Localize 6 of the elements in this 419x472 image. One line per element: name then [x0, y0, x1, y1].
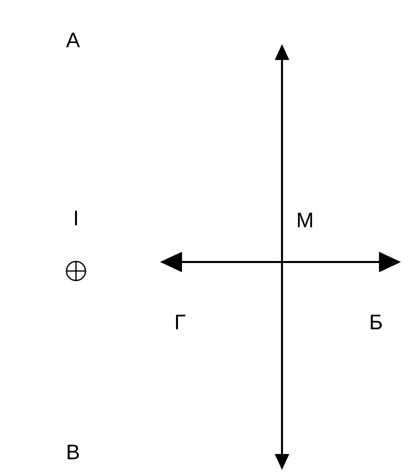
answer-letter: В: [68, 444, 79, 460]
current-label: I: [75, 210, 77, 226]
point-label: М: [298, 212, 312, 228]
answer-letter: Г: [176, 314, 186, 330]
answer-letter: А: [66, 32, 80, 48]
answer-letter: Б: [370, 314, 382, 330]
